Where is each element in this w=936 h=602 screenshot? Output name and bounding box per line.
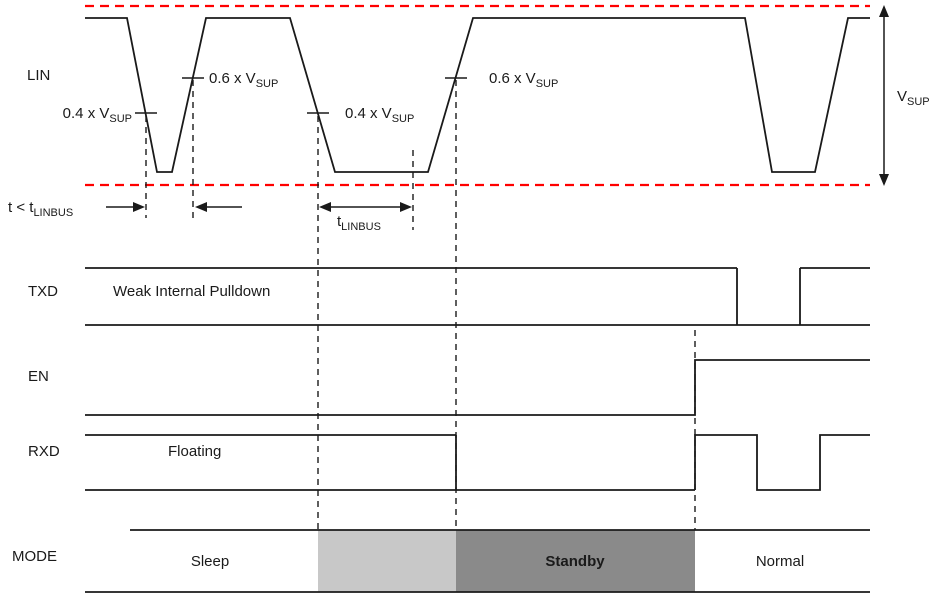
rxd-signal-row: RXD Floating xyxy=(28,434,870,491)
txd-row-label: TXD xyxy=(28,283,58,300)
t-short-left-arrow-head xyxy=(133,202,145,212)
mode-standby-label: Standby xyxy=(545,553,605,570)
txd-signal-row: TXD Weak Internal Pulldown xyxy=(28,267,870,326)
rxd-normal-waveform xyxy=(694,434,870,491)
vsup-span-arrow: VSUP xyxy=(879,5,930,186)
tlinbus-arrow-left-head xyxy=(319,202,331,212)
lin-signal-section: LIN 0.4 x VSUP 0.6 x VSUP 0.4 x VSUP 0.6… xyxy=(27,4,930,187)
timing-measurements: t < tLINBUS tLINBUS xyxy=(8,199,412,233)
mode-standby-region xyxy=(456,530,695,592)
en-waveform xyxy=(85,359,870,416)
vsup-arrow-up-head xyxy=(879,5,889,17)
lin-row-label: LIN xyxy=(27,67,50,84)
dashed-guide-lines xyxy=(145,80,696,530)
mode-normal-label: Normal xyxy=(756,553,804,570)
mode-transition-region xyxy=(318,530,456,592)
rxd-note: Floating xyxy=(168,443,221,460)
en-row-label: EN xyxy=(28,368,49,385)
threshold-label-06-second: 0.6 x VSUP xyxy=(489,70,558,90)
txd-note: Weak Internal Pulldown xyxy=(113,283,270,300)
threshold-label-04-first: 0.4 x VSUP xyxy=(63,105,132,125)
vsup-label: VSUP xyxy=(897,88,930,108)
threshold-label-06-first: 0.6 x VSUP xyxy=(209,70,278,90)
threshold-label-04-second: 0.4 x VSUP xyxy=(345,105,414,125)
tlinbus-arrow-right-head xyxy=(400,202,412,212)
mode-row-label: MODE xyxy=(12,548,57,565)
t-short-label: t < tLINBUS xyxy=(8,199,73,219)
rxd-row-label: RXD xyxy=(28,443,60,460)
vsup-arrow-down-head xyxy=(879,174,889,186)
mode-row: MODE Sleep Standby Normal xyxy=(12,529,870,593)
tlinbus-label: tLINBUS xyxy=(337,213,381,233)
lin-waveform xyxy=(85,17,870,173)
t-short-right-arrow-head xyxy=(195,202,207,212)
en-signal-row: EN xyxy=(28,359,870,416)
mode-sleep-label: Sleep xyxy=(191,553,229,570)
